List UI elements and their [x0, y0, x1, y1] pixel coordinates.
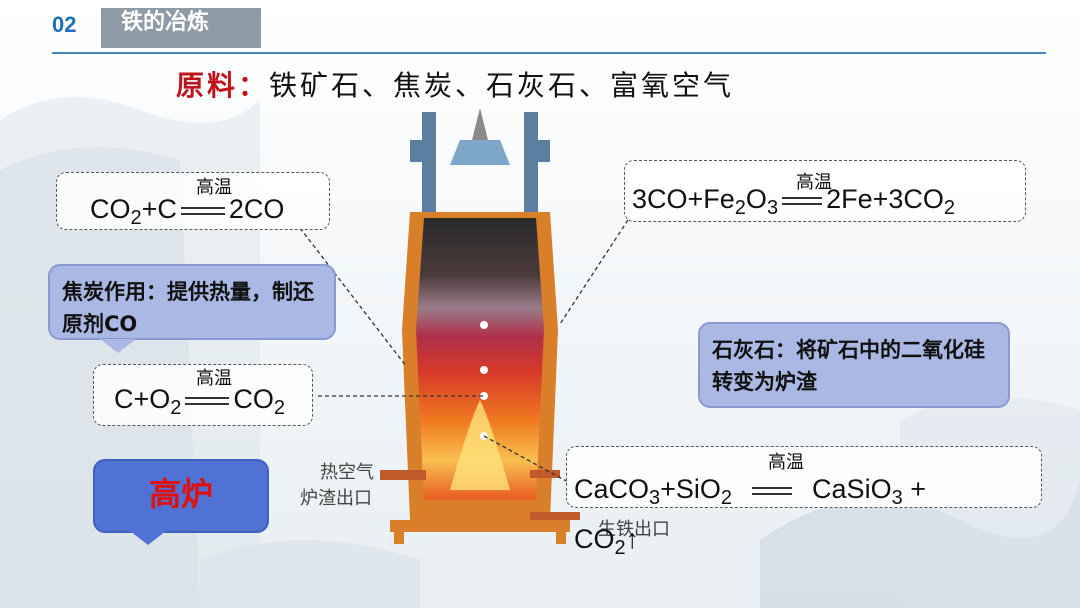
equation-co2-c: CO2+C 2CO [90, 194, 285, 229]
eq1-left2: +C [141, 194, 177, 224]
eq4-equals-sign [752, 486, 793, 495]
eq1-equals-sign [180, 206, 225, 215]
slag-outlet-label: 炉渣出口 [300, 488, 372, 509]
raw-materials-text: 铁矿石、焦炭、石灰石、富氧空气 [269, 69, 735, 102]
callout-coke-function: 焦炭作用：提供热量，制还原剂CO [48, 264, 336, 340]
eq4-right3: CO [574, 524, 615, 554]
equation-caco3-box [566, 446, 1042, 508]
gas-arrow: ↑ [625, 524, 640, 554]
eq3-right1: CO [233, 384, 274, 414]
equation-co2-c-box [56, 172, 330, 230]
callout-limestone-function: 石灰石：将矿石中的二氧化硅转变为炉渣 [698, 322, 1010, 408]
equation-caco3-line2: CO2↑ [574, 524, 640, 559]
eq4-left1-sub: 3 [649, 487, 661, 509]
equation-c-o2-box [93, 364, 313, 426]
eq4-right3-sub: 2 [614, 537, 626, 559]
section-number: 02 [52, 12, 77, 37]
eq4-left1: CaCO [574, 474, 650, 504]
eq1-left1-sub: 2 [130, 207, 142, 229]
furnace-label-tail [130, 531, 166, 545]
equation-co2-c-condition: 高温 [196, 177, 232, 198]
raw-materials: 原料：铁矿石、焦炭、石灰石、富氧空气 [176, 64, 734, 104]
blast-furnace-illustration [380, 108, 580, 544]
eq3-equals-sign [185, 396, 230, 405]
eq4-left2: +SiO [660, 474, 721, 504]
hot-air-label: 热空气 [320, 462, 374, 483]
eq2-equals-sign [782, 196, 823, 205]
equation-c-o2-condition: 高温 [196, 368, 232, 389]
eq1-right: 2CO [228, 194, 285, 224]
page-title: 铁的冶炼 [101, 8, 261, 48]
eq1-left1: CO [90, 194, 131, 224]
eq3-left1: C+O [114, 384, 171, 414]
iron-outlet-label: 生铁出口 [598, 519, 670, 540]
eq4-right1: CaSiO [812, 474, 892, 504]
equation-caco3-condition: 高温 [768, 452, 804, 473]
eq3-left1-sub: 2 [170, 397, 182, 419]
callout-coke-tail [100, 339, 136, 353]
eq2-left2: O [745, 184, 767, 214]
equation-co-fe2o3-box [624, 160, 1026, 222]
eq2-right1: 2Fe+3CO [826, 184, 944, 214]
eq2-left1: 3CO+Fe [632, 184, 735, 214]
eq4-right2: + [902, 474, 926, 504]
raw-materials-label: 原料： [176, 69, 270, 102]
eq2-left2-sub: 3 [766, 197, 779, 219]
eq4-left2-sub: 2 [720, 487, 733, 509]
equation-co-fe2o3-condition: 高温 [796, 172, 832, 193]
eq2-left1-sub: 2 [734, 197, 746, 219]
eq3-right1-sub: 2 [273, 397, 286, 419]
furnace-label: 高炉 [93, 459, 269, 533]
eq4-right1-sub: 3 [891, 487, 903, 509]
eq2-right1-sub: 2 [943, 197, 955, 219]
header-divider [52, 52, 1046, 54]
